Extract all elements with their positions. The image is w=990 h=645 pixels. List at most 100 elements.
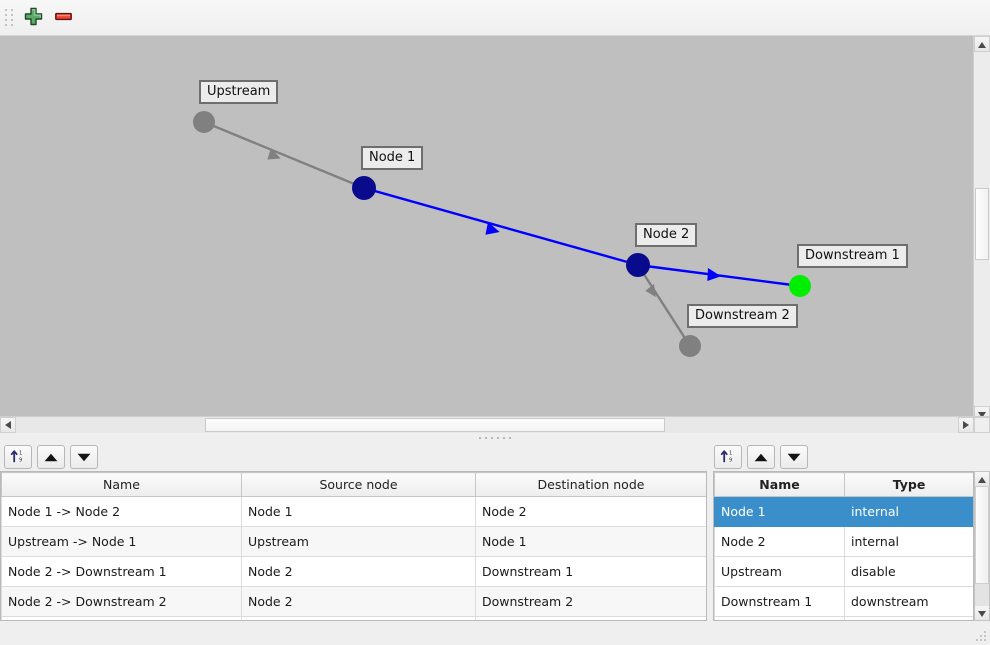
nodes-table-header-row: Name Type [714, 472, 973, 497]
panel-splitter[interactable] [0, 433, 990, 443]
graph-node-node-2[interactable] [626, 253, 650, 277]
scrollbar-corner [974, 417, 990, 433]
plus-icon [24, 7, 43, 29]
nodes-scroll-up-button[interactable] [975, 472, 989, 486]
edges-cell-source[interactable]: Node 2 [241, 586, 476, 617]
nodes-cell-name[interactable]: Downstream 1 [714, 586, 845, 617]
sort-ascending-icon: 1 9 [720, 448, 736, 467]
nodes-cell-type[interactable]: internal [844, 496, 973, 527]
table-row[interactable]: Node 1 -> Node 2 Node 1 Node 2 [1, 496, 706, 527]
edges-cell-name[interactable]: Upstream -> Node 1 [1, 526, 242, 557]
edges-cell-destination[interactable]: Node 1 [475, 526, 706, 557]
graph-node-label-node-1[interactable]: Node 1 [361, 146, 424, 170]
table-row[interactable]: Node 2 -> Downstream 1 Node 2 Downstream… [1, 556, 706, 587]
table-row-empty[interactable] [1, 616, 706, 620]
nodes-table-container[interactable]: Name Type Node 1 internal Node 2 interna… [713, 471, 974, 621]
nodes-move-up-button[interactable] [747, 445, 775, 469]
graph-scroll-left-button[interactable] [0, 417, 16, 433]
table-row[interactable]: Node 2 -> Downstream 2 Node 2 Downstream… [1, 586, 706, 617]
nodes-scroll-track-lower[interactable] [975, 584, 989, 608]
graph-edge-node-2-downstream-2[interactable] [636, 264, 692, 347]
graph-node-node-1[interactable] [352, 176, 376, 200]
graph-scroll-up-button[interactable] [974, 36, 990, 52]
sort-ascending-icon: 1 9 [10, 448, 26, 467]
nodes-cell-name[interactable]: Node 1 [714, 496, 845, 527]
graph-edge-upstream-node-1[interactable] [203, 120, 365, 190]
table-row[interactable]: Downstream 1 downstream [714, 586, 973, 617]
edges-toolbar: 1 9 [0, 443, 710, 471]
nodes-cell-type[interactable]: disable [844, 556, 973, 587]
edges-move-down-button[interactable] [70, 445, 98, 469]
nodes-scroll-thumb[interactable] [975, 486, 989, 584]
graph-node-upstream[interactable] [193, 111, 215, 133]
graph-scroll-right-button[interactable] [958, 417, 974, 433]
nodes-toolbar: 1 9 [710, 443, 990, 471]
graph-vertical-scrollbar[interactable] [973, 36, 990, 422]
nodes-table-scrollbar[interactable] [974, 471, 990, 621]
edges-cell-name[interactable]: Node 2 -> Downstream 1 [1, 556, 242, 587]
graph-node-label-upstream[interactable]: Upstream [199, 80, 279, 104]
edges-column-header-destination[interactable]: Destination node [475, 472, 706, 497]
edges-cell-destination[interactable]: Node 2 [475, 496, 706, 527]
edges-column-header-source[interactable]: Source node [241, 472, 476, 497]
nodes-cell-type[interactable]: internal [844, 526, 973, 557]
nodes-column-header-type[interactable]: Type [844, 472, 973, 497]
table-row[interactable]: Node 1 internal [714, 496, 973, 527]
graph-vscroll-thumb[interactable] [975, 188, 989, 260]
nodes-cell-type[interactable]: downstream [844, 586, 973, 617]
nodes-cell-name[interactable]: Upstream [714, 556, 845, 587]
minus-icon [54, 7, 73, 29]
graph-node-downstream-2[interactable] [679, 335, 701, 357]
graph-canvas[interactable]: Upstream Node 1 Node 2 Downstream 1 Down… [0, 36, 974, 422]
graph-hscroll-thumb[interactable] [205, 418, 665, 432]
svg-text:1: 1 [729, 450, 732, 456]
svg-text:9: 9 [19, 457, 22, 463]
table-row[interactable]: Upstream disable [714, 556, 973, 587]
table-row[interactable]: Node 2 internal [714, 526, 973, 557]
edges-move-up-button[interactable] [37, 445, 65, 469]
triangle-up-icon [978, 472, 986, 486]
nodes-move-down-button[interactable] [780, 445, 808, 469]
nodes-sort-button[interactable]: 1 9 [714, 445, 742, 469]
graph-edge-node-2-downstream-1[interactable] [637, 263, 801, 288]
edges-table-header-row: Name Source node Destination node [1, 472, 706, 497]
table-row[interactable]: Upstream -> Node 1 Upstream Node 1 [1, 526, 706, 557]
nodes-cell-empty [844, 616, 973, 620]
svg-text:1: 1 [19, 450, 22, 456]
graph-svg [193, 111, 811, 357]
edges-cell-name[interactable]: Node 1 -> Node 2 [1, 496, 242, 527]
edges-cell-destination[interactable]: Downstream 1 [475, 556, 706, 587]
edges-cell-destination[interactable]: Downstream 2 [475, 586, 706, 617]
resize-grip[interactable] [976, 631, 988, 643]
graph-horizontal-scrollbar[interactable] [0, 416, 990, 433]
nodes-scroll-down-button[interactable] [975, 606, 989, 620]
edges-cell-source[interactable]: Node 1 [241, 496, 476, 527]
triangle-down-icon [978, 606, 986, 620]
triangle-down-icon [77, 450, 91, 465]
triangle-down-icon [787, 450, 801, 465]
edges-cell-source[interactable]: Node 2 [241, 556, 476, 587]
table-row-empty[interactable] [714, 616, 973, 620]
edges-table-container[interactable]: Name Source node Destination node Node 1… [0, 471, 707, 621]
graph-node-label-downstream-2[interactable]: Downstream 2 [687, 304, 798, 328]
graph-node-label-downstream-1[interactable]: Downstream 1 [797, 244, 908, 268]
edges-sort-button[interactable]: 1 9 [4, 445, 32, 469]
graph-edge-node-1-node-2[interactable] [363, 186, 639, 267]
graph-node-label-node-2[interactable]: Node 2 [635, 223, 698, 247]
toolbar-drag-handle[interactable] [4, 7, 14, 29]
graph-panel: Upstream Node 1 Node 2 Downstream 1 Down… [0, 35, 990, 433]
edges-cell-name[interactable]: Node 2 -> Downstream 2 [1, 586, 242, 617]
remove-node-button[interactable] [49, 4, 77, 32]
svg-text:9: 9 [729, 457, 732, 463]
edges-cell-empty [1, 616, 242, 620]
edges-cell-source[interactable]: Upstream [241, 526, 476, 557]
nodes-column-header-name[interactable]: Name [714, 472, 845, 497]
nodes-cell-empty [714, 616, 845, 620]
nodes-cell-name[interactable]: Node 2 [714, 526, 845, 557]
edges-column-header-name[interactable]: Name [1, 472, 242, 497]
triangle-left-icon [5, 418, 11, 432]
graph-node-downstream-1[interactable] [789, 275, 811, 297]
edges-cell-empty [241, 616, 476, 620]
add-node-button[interactable] [19, 4, 47, 32]
